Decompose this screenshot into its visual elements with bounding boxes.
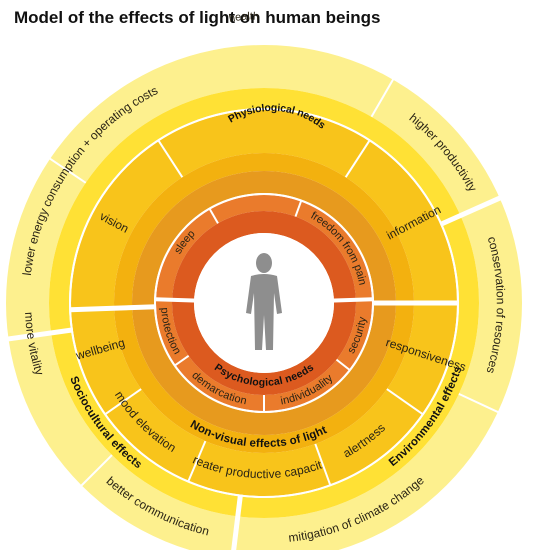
middle-item-divider xyxy=(187,440,207,482)
outer-sector-divider xyxy=(7,327,74,342)
inner-sector-divider xyxy=(330,297,373,303)
outer-item-divider xyxy=(458,392,500,414)
middle-sector-divider xyxy=(70,304,157,313)
middle-item-divider xyxy=(386,388,424,416)
ring-gap xyxy=(194,233,334,373)
outer-item-divider xyxy=(370,78,395,118)
outer-sector-divider xyxy=(439,195,502,227)
inner-item-divider xyxy=(294,200,303,217)
middle-item-divider xyxy=(157,139,184,178)
outer-item-divider xyxy=(48,157,87,184)
inner-item-divider xyxy=(174,354,190,367)
label-health: health xyxy=(228,11,259,25)
inner-sector-divider xyxy=(155,297,198,303)
middle-item-divider xyxy=(344,139,371,178)
diagram-title: Model of the effects of light on human b… xyxy=(14,8,381,27)
middle-item-divider xyxy=(104,388,142,416)
outer-item-divider xyxy=(80,454,113,487)
inner-item-divider xyxy=(335,358,351,371)
inner-item-divider xyxy=(208,208,219,224)
middle-item-divider xyxy=(314,443,332,486)
outer-sector-divider xyxy=(231,494,243,550)
human-figure-icon xyxy=(246,253,282,350)
